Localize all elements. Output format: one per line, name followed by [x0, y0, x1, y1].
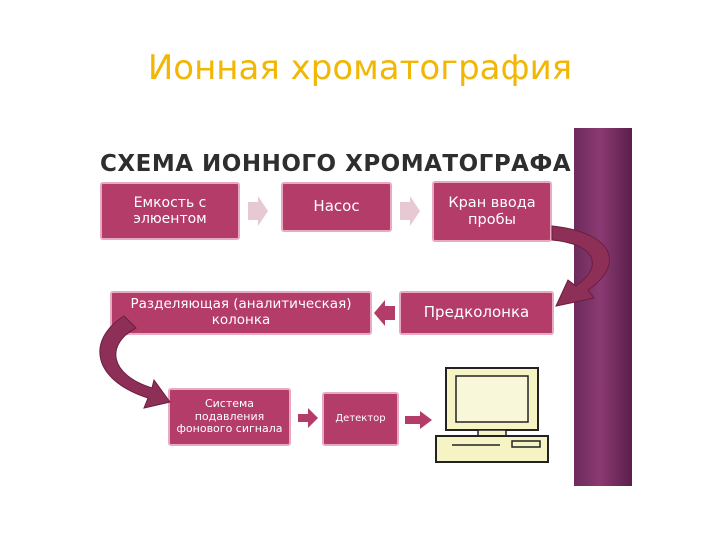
eluent-tank-box: Емкость с элюентом — [100, 182, 240, 240]
suppression-system-box: Система подавления фонового сигнала — [168, 388, 291, 446]
arrow-right-icon — [248, 196, 268, 226]
separating-column-box: Разделяющая (аналитическая) колонка — [110, 291, 372, 335]
computer-icon — [435, 367, 549, 463]
detector-box: Детектор — [322, 392, 399, 446]
pump-box: Насос — [281, 182, 392, 232]
injection-valve-box: Кран ввода пробы — [432, 181, 552, 242]
arrow-right-icon — [400, 196, 420, 226]
precolumn-box: Предколонка — [399, 291, 554, 335]
arrow-right-icon — [405, 411, 432, 429]
curved-arrow-icon — [551, 225, 610, 307]
slide-title: Ионная хроматография — [147, 48, 573, 88]
scheme-title: СХЕМА ИОННОГО ХРОМАТОГРАФА — [100, 151, 572, 177]
arrow-right-icon — [298, 408, 318, 428]
arrow-left-icon — [374, 300, 395, 326]
curved-arrow-icon — [99, 315, 171, 409]
decorative-side-bar — [574, 128, 632, 486]
